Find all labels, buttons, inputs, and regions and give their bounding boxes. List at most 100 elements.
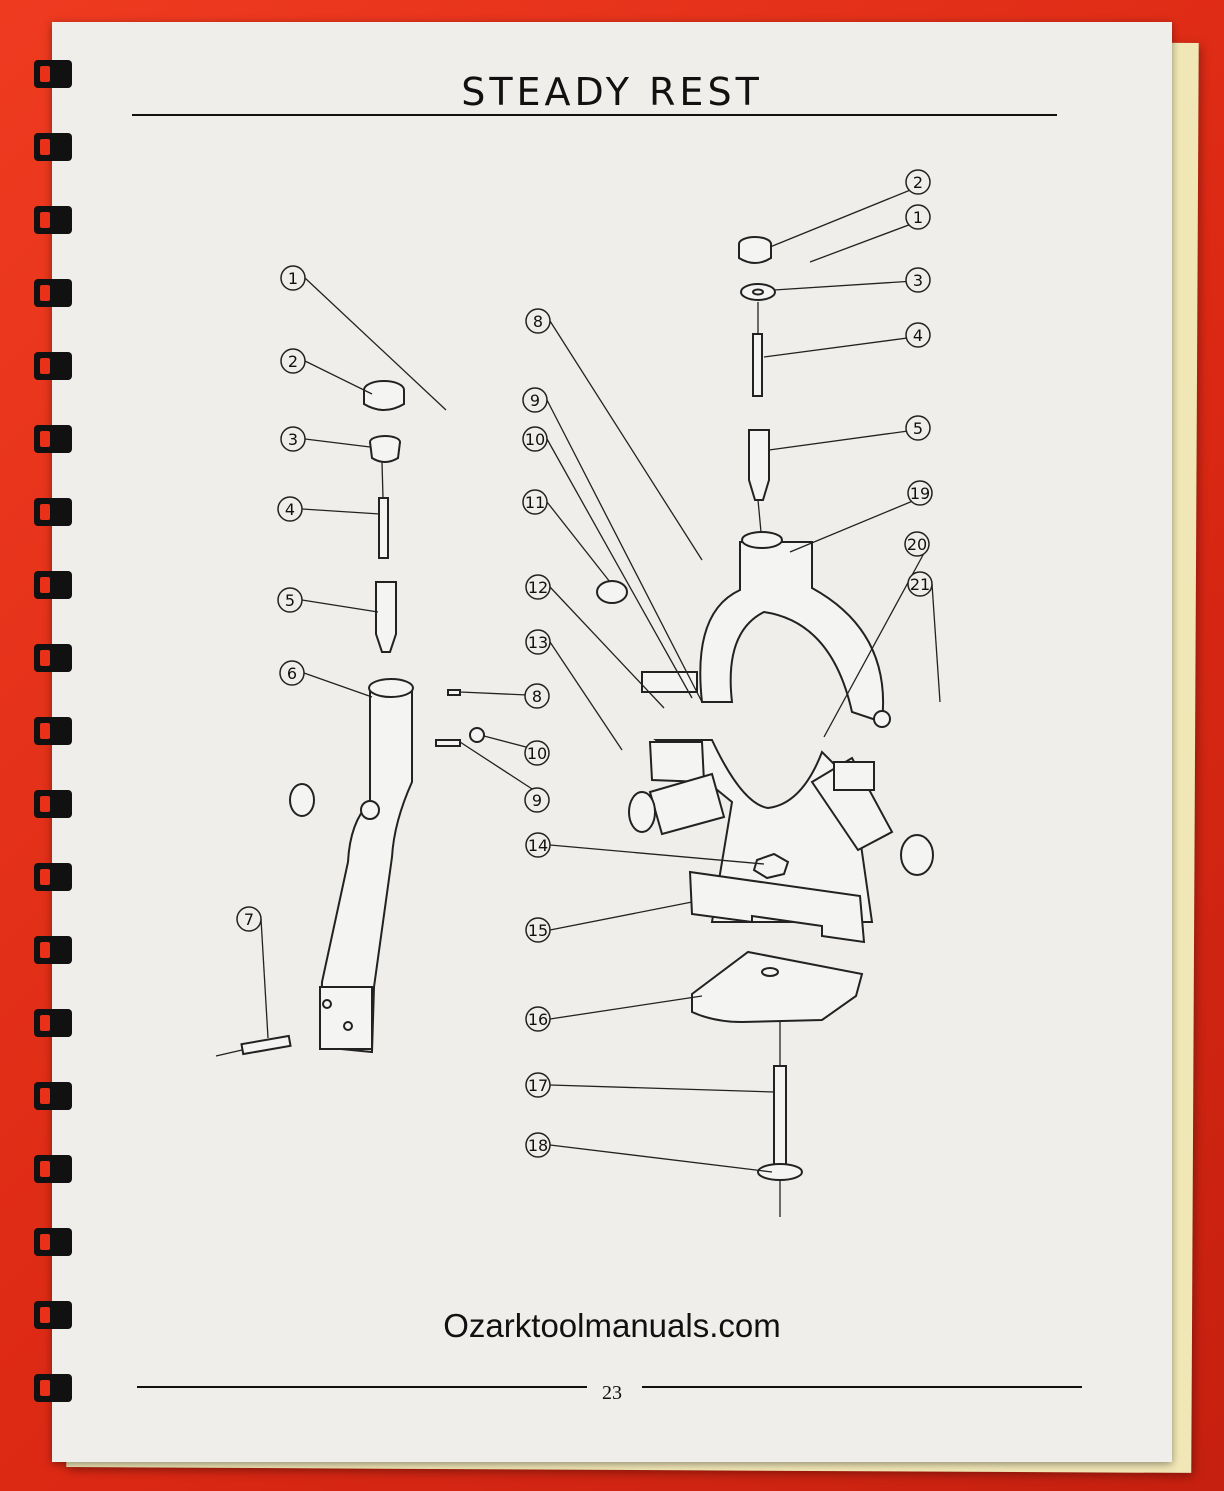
callout-right-16: 16	[525, 1006, 551, 1032]
callout-right-10: 10	[522, 426, 548, 452]
callout-number: 6	[287, 664, 297, 683]
side-knob-left	[628, 791, 656, 833]
callout-number: 2	[288, 352, 298, 371]
callout-circle	[522, 489, 548, 515]
callout-circle	[524, 683, 550, 709]
callout-circle	[277, 496, 303, 522]
callout-circle	[905, 267, 931, 293]
callout-number: 1	[913, 208, 923, 227]
callout-circle	[525, 574, 551, 600]
hinge-eye	[873, 710, 891, 728]
binding-ring	[34, 936, 72, 964]
leader-line	[769, 181, 931, 248]
callout-left-9: 9	[524, 787, 550, 813]
leader-line	[301, 508, 381, 515]
binding-ring	[34, 790, 72, 818]
cap-screw	[240, 1034, 292, 1056]
binding-ring	[34, 352, 72, 380]
footer-rule-right	[642, 1386, 1082, 1388]
callout-right-5: 5	[905, 415, 931, 441]
binding-ring	[34, 717, 72, 745]
callout-circle	[279, 660, 305, 686]
arm-hole	[322, 999, 332, 1009]
leader-line	[549, 1084, 775, 1093]
callout-circle	[525, 832, 551, 858]
callout-number: 18	[528, 1136, 548, 1155]
pin-8	[447, 689, 461, 696]
callout-circle	[236, 906, 262, 932]
callout-circle	[525, 629, 551, 655]
page-footer	[137, 1372, 1082, 1392]
arm-bore	[368, 678, 414, 698]
callout-left-10: 10	[524, 740, 550, 766]
leader-line	[301, 599, 379, 613]
binding-ring	[34, 498, 72, 526]
knurled-knob-r	[738, 244, 772, 264]
callout-circle	[277, 587, 303, 613]
binding-ring	[34, 1009, 72, 1037]
callout-circle	[522, 426, 548, 452]
binding-ring	[34, 1082, 72, 1110]
callout-circle	[905, 204, 931, 230]
callout-circle	[525, 917, 551, 943]
callout-circle	[280, 265, 306, 291]
callout-circle	[525, 308, 551, 334]
callout-number: 4	[913, 326, 923, 345]
side-finger-left	[648, 772, 726, 836]
binding-ring	[34, 1374, 72, 1402]
leader-line	[549, 641, 623, 751]
leader-line	[303, 672, 373, 698]
callout-right-2: 2	[905, 169, 931, 195]
nut-14	[752, 852, 790, 880]
website-watermark: Ozarktoolmanuals.com	[443, 1307, 781, 1344]
callout-right-13: 13	[525, 629, 551, 655]
binding-ring	[34, 863, 72, 891]
callout-circle	[524, 787, 550, 813]
callout-right-18: 18	[525, 1132, 551, 1158]
callout-right-21: 21	[907, 571, 933, 597]
callout-circle	[525, 1006, 551, 1032]
callout-number: 5	[285, 591, 295, 610]
callout-right-1: 1	[905, 204, 931, 230]
callout-left-6: 6	[279, 660, 305, 686]
binding-ring	[34, 133, 72, 161]
body-lug	[648, 741, 706, 784]
exploded-parts-diagram: 1234567810921345192021891011121314151617…	[215, 169, 941, 1217]
callout-left-5: 5	[277, 587, 303, 613]
callout-number: 7	[244, 910, 254, 929]
callout-circle	[905, 415, 931, 441]
callout-number: 8	[532, 687, 542, 706]
callout-number: 5	[913, 419, 923, 438]
leader-line	[304, 438, 371, 448]
callout-right-8: 8	[525, 308, 551, 334]
callout-number: 10	[525, 430, 545, 449]
leader-line	[763, 334, 931, 358]
binding-ring	[34, 425, 72, 453]
binding-ring	[34, 1155, 72, 1183]
callout-number: 3	[913, 271, 923, 290]
page-number: 23	[602, 1382, 622, 1404]
callout-number: 10	[527, 744, 547, 763]
leader-line	[549, 586, 665, 709]
callout-right-20: 20	[904, 531, 930, 557]
callout-number: 1	[288, 269, 298, 288]
steady-frame-upper	[699, 541, 885, 724]
finger-tip	[375, 581, 397, 653]
clamp-knob-11	[596, 580, 628, 604]
adjusting-screw	[378, 497, 389, 559]
callout-number: 9	[532, 791, 542, 810]
page-title: STEADY REST	[461, 70, 763, 114]
callout-left-4: 4	[277, 496, 303, 522]
callout-right-9: 9	[522, 387, 548, 413]
callout-number: 4	[285, 500, 295, 519]
callout-right-12: 12	[525, 574, 551, 600]
callout-circle	[907, 480, 933, 506]
nut-10	[469, 727, 485, 743]
callout-number: 21	[910, 575, 930, 594]
binding-ring	[34, 60, 72, 88]
leader-line	[304, 360, 373, 395]
callout-right-19: 19	[907, 480, 933, 506]
washer-hole-r	[752, 288, 764, 296]
callout-right-14: 14	[525, 832, 551, 858]
frame-clamp-block	[641, 671, 698, 693]
